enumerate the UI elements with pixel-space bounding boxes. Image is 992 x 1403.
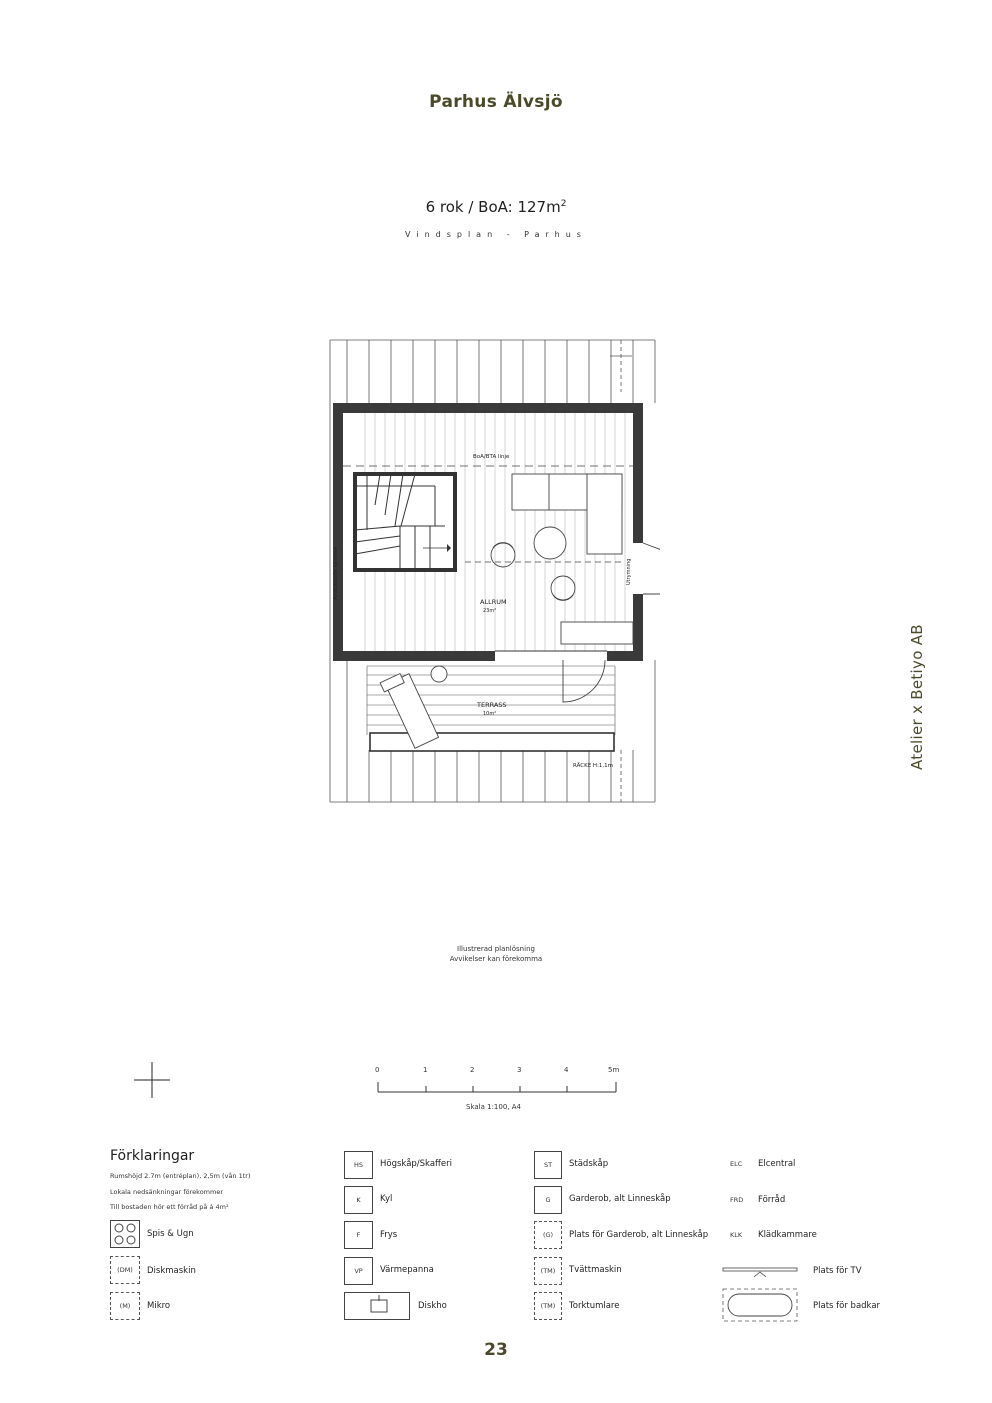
company-credit: Atelier x Betiyo AB — [908, 624, 926, 770]
apartment-size: 6 rok / BoA: 127m — [425, 198, 561, 216]
compass-icon — [134, 1062, 170, 1098]
apartment-size-unit-exponent: 2 — [560, 199, 567, 209]
legend-code-box: ST — [534, 1151, 562, 1179]
scale-bar: 0 1 2 3 4 5m Skala 1:100, A4 — [370, 1066, 630, 1116]
legend-label: Klädkammare — [758, 1230, 817, 1240]
legend-code: ELC — [730, 1160, 743, 1168]
legend-label: Diskho — [418, 1301, 447, 1311]
legend-code-box: G — [534, 1186, 562, 1214]
legend-code-box: (TM) — [534, 1292, 562, 1320]
legend-code-box: K — [344, 1186, 373, 1214]
disclaimer: Illustrerad planlösning Avvikelser kan f… — [0, 944, 992, 964]
terrace-name: TERRASS — [476, 701, 507, 709]
disclaimer-line: Avvikelser kan förekomma — [449, 955, 543, 963]
legend-label: Mikro — [147, 1301, 171, 1311]
disclaimer-line: Illustrerad planlösning — [457, 945, 535, 953]
legend-label: Högskåp/Skafferi — [380, 1159, 452, 1169]
legend-note: Lokala nedsänkningar förekommer — [110, 1188, 224, 1196]
sofa — [511, 473, 623, 555]
legend-label: Städskåp — [569, 1159, 609, 1169]
scale-tick-label: 0 — [375, 1066, 380, 1074]
boa-line-label: BoA/BTA linje — [473, 454, 510, 460]
sink-icon — [344, 1292, 410, 1320]
bathtub-icon — [722, 1288, 798, 1322]
legend-label: Förråd — [758, 1195, 786, 1205]
scale-tick-label: 3 — [517, 1066, 522, 1074]
stove-icon — [110, 1220, 140, 1248]
legend-code-box: (G) — [534, 1221, 562, 1249]
legend-label: Kyl — [380, 1194, 393, 1204]
legend-label: Plats för Garderob, alt Linneskåp — [569, 1230, 709, 1240]
legend-label: Plats för badkar — [813, 1301, 881, 1311]
legend-code-box: VP — [344, 1257, 373, 1285]
roof-seams-bottom — [346, 660, 634, 802]
legend-note: Rumshöjd 2.7m (entréplan), 2,5m (vån 1tr… — [110, 1172, 251, 1180]
railing-label: RÄCKE H:1,1m — [573, 762, 613, 769]
legend-code: KLK — [730, 1231, 743, 1239]
neighbour-label: Anslutande Granne — [333, 546, 339, 600]
scale-tick-label: 4 — [564, 1066, 569, 1074]
legend-label: Diskmaskin — [147, 1266, 196, 1276]
scale-tick-label: 2 — [470, 1066, 475, 1074]
legend-note: Till bostaden hör ett förråd på á 4m² — [110, 1203, 229, 1211]
plan-name: Vindsplan - Parhus — [405, 230, 587, 239]
exit-label: Utrymning — [626, 559, 632, 585]
legend-label: Frys — [380, 1230, 398, 1240]
scale-tick-label: 5m — [608, 1066, 620, 1074]
legend-label: Spis & Ugn — [147, 1229, 194, 1239]
terrace-area: 10m² — [483, 711, 496, 717]
legend-title: Förklaringar — [110, 1148, 195, 1164]
page-number: 23 — [484, 1340, 508, 1360]
legend-label: Tvättmaskin — [569, 1265, 622, 1275]
project-title: Parhus Älvsjö — [429, 92, 563, 112]
legend-label: Plats för TV — [813, 1266, 862, 1276]
legend-label: Elcentral — [758, 1159, 796, 1169]
legend-label: Torktumlare — [569, 1301, 620, 1311]
microwave-symbol: (M) — [110, 1292, 140, 1320]
legend-code-box: F — [344, 1221, 373, 1249]
roof-seams-top — [346, 340, 634, 403]
floor-plan: BoA/BTA linje Utrymning Anslutande Grann… — [329, 339, 660, 803]
legend-code: FRD — [730, 1196, 744, 1204]
legend-label: Värmepanna — [380, 1265, 434, 1275]
room-name: ALLRUM — [480, 598, 507, 606]
scale-tick-label: 1 — [423, 1066, 428, 1074]
legend-code-box: (TM) — [534, 1257, 562, 1285]
staircase — [353, 472, 457, 572]
legend-label: Garderob, alt Linneskåp — [569, 1194, 671, 1204]
tv-icon — [722, 1267, 798, 1278]
dishwasher-symbol: (DM) — [110, 1256, 140, 1284]
scale-label: Skala 1:100, A4 — [466, 1103, 521, 1111]
room-area: 23m² — [483, 608, 496, 614]
apartment-summary: 6 rok / BoA: 127m2 — [0, 198, 992, 216]
sun-lounger — [379, 665, 448, 749]
legend-code-box: HS — [344, 1151, 373, 1179]
